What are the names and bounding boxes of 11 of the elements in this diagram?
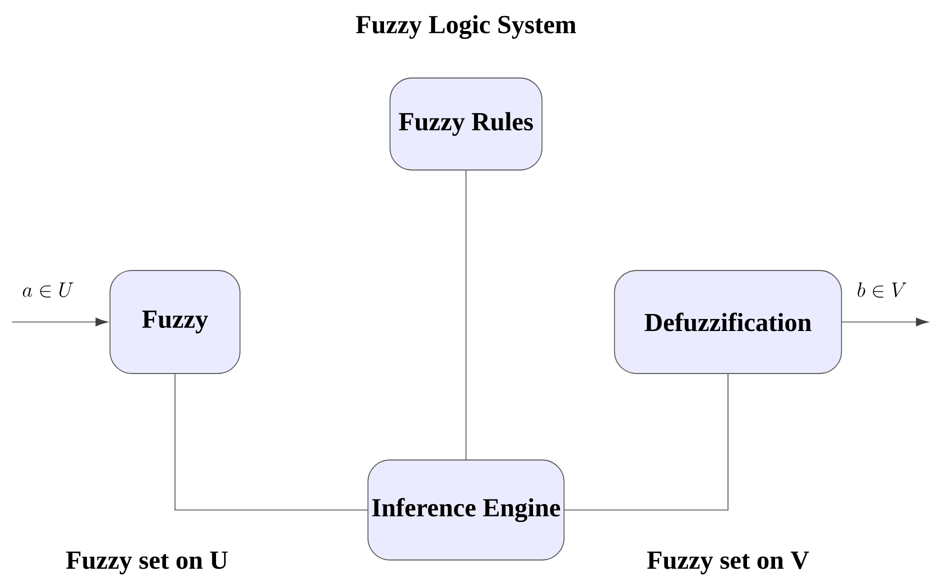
arrow — [12, 318, 108, 326]
label: Fuzzy set on V — [647, 552, 809, 574]
arrow — [842, 318, 928, 326]
edge-label: $a \in U$ — [22, 282, 74, 298]
label: Fuzzy set on U — [66, 552, 228, 574]
process-box: Inference Engine — [368, 460, 565, 560]
process-box: Fuzzy Rules — [390, 78, 542, 170]
process-box: Fuzzy — [110, 270, 240, 374]
edge-label: $b \in V$ — [858, 282, 906, 298]
title: Fuzzy Logic System — [356, 15, 576, 39]
process-box: Defuzzification — [614, 270, 842, 374]
